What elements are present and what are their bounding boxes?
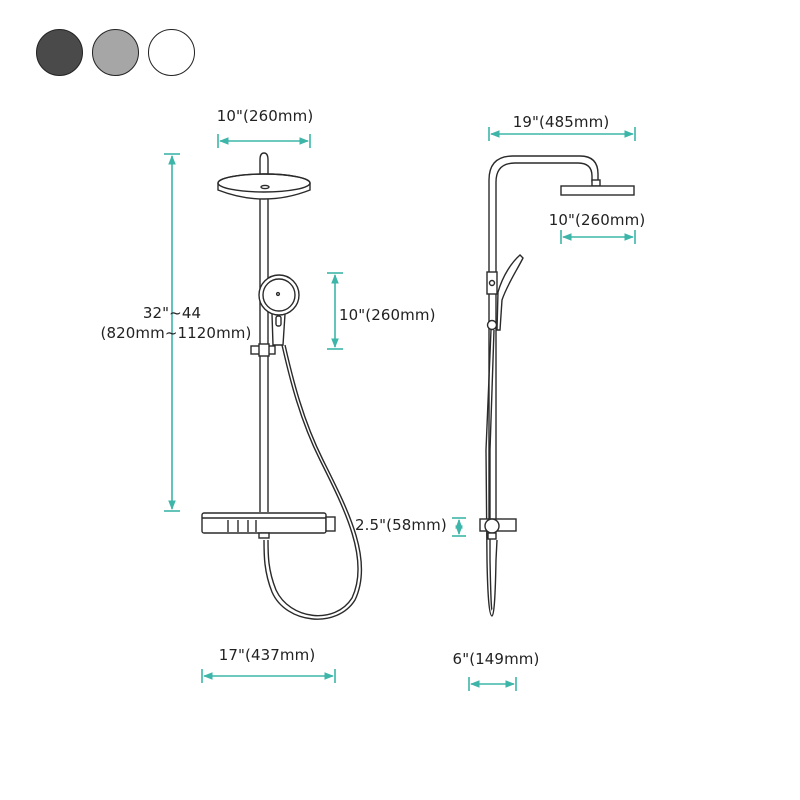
handshower-height-label: 10"(260mm) (339, 306, 436, 324)
side-riser-arm (488, 155, 599, 520)
side-head-width-label: 10"(260mm) (548, 211, 646, 229)
side-arm-reach-label: 19"(485mm) (512, 113, 610, 131)
thermostatic-shelf (201, 512, 336, 539)
side-dimensions (452, 127, 636, 691)
front-dimensions (164, 134, 343, 683)
riser-rail (259, 152, 269, 512)
height-range-label-line1: 32"~44 (142, 304, 202, 322)
side-valve (479, 518, 517, 540)
side-view (479, 155, 635, 617)
swatch-white[interactable] (148, 29, 195, 76)
hand-shower (258, 274, 300, 346)
hose (263, 344, 363, 620)
side-hand-shower (496, 254, 524, 331)
side-hose (485, 329, 498, 617)
slide-bracket (250, 343, 276, 357)
valve-height-label: 2.5"(58mm) (355, 516, 447, 534)
side-rain-head (560, 179, 635, 196)
front-head-width-label: 10"(260mm) (216, 107, 314, 125)
swatch-dark-gray[interactable] (36, 29, 83, 76)
depth-label: 6"(149mm) (452, 650, 540, 668)
front-view (201, 152, 363, 620)
swatch-light-gray[interactable] (92, 29, 139, 76)
rain-shower-head (217, 173, 311, 200)
overall-width-label: 17"(437mm) (218, 646, 316, 664)
height-range-label-line2: (820mm~1120mm) (100, 324, 252, 342)
